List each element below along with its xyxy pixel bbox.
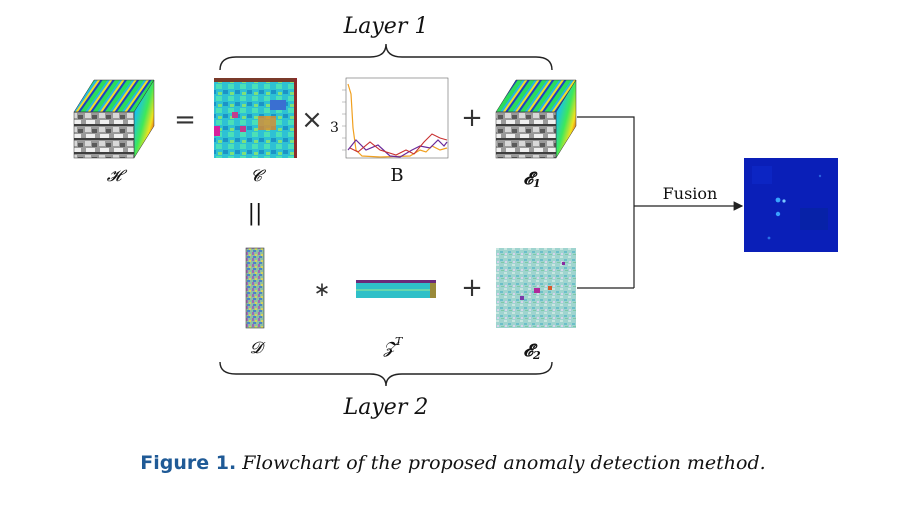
symbol-h: 𝓗 [107,166,128,185]
figure-caption: Figure 1. Flowchart of the proposed anom… [0,452,906,474]
residual-map-e2 [496,248,576,328]
product-operator: ∗ [314,277,331,301]
symbol-d: 𝓓 [250,338,266,357]
fusion-label: Fusion [663,184,718,203]
equivalence-symbol: || [248,201,263,226]
flowchart-diagram: Layer 1 𝓗 = 𝓒 × 3 B + [73,14,838,420]
coefficient-matrix-zt [356,280,436,298]
core-tensor-c [214,78,297,158]
symbol-e1: 𝓔1 [523,169,540,190]
symbol-b: B [390,165,403,186]
basis-plot-b [342,77,449,159]
layer-2-label: Layer 2 [343,395,429,420]
layer-1-label: Layer 1 [343,14,429,39]
mode-product-subscript: 3 [330,120,339,136]
residual-cube-e1 [495,79,577,159]
mode-product-operator: × [301,105,323,135]
hyperspectral-cube-h [73,79,155,159]
bottom-brace [219,361,553,387]
fusion-result-map [744,158,838,252]
symbol-zt: 𝓩T [383,335,404,357]
caption-text: Flowchart of the proposed anomaly detect… [242,452,766,474]
connector-e1-to-fusion [577,116,635,288]
dictionary-matrix-d [245,247,265,329]
plus-operator-2: + [461,273,483,303]
caption-label: Figure 1. [140,452,237,474]
top-brace [219,43,553,71]
symbol-c: 𝓒 [250,166,266,185]
symbol-e2: 𝓔2 [523,341,541,362]
equals-operator: = [174,105,196,135]
plus-operator-1: + [461,103,483,133]
